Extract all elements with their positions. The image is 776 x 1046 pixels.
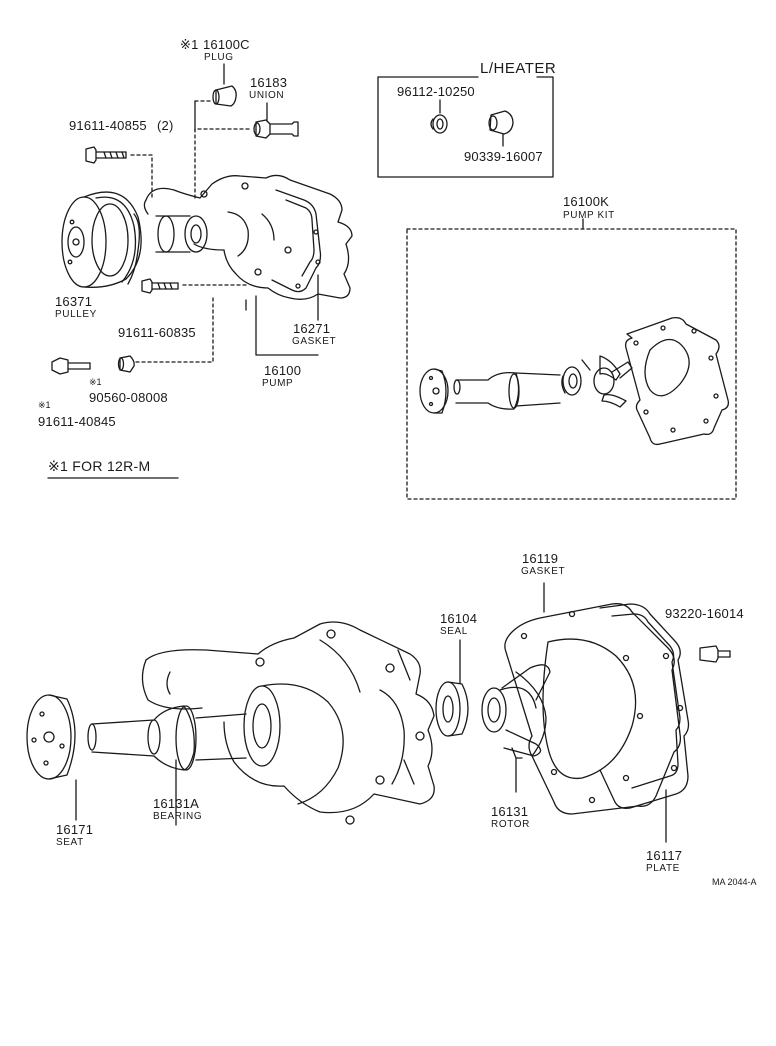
seal-number: 16104 — [440, 611, 478, 626]
nut-drawing — [117, 355, 135, 373]
upper-gasket-name: GASKET — [292, 336, 337, 347]
pump-kit-gasket-drawing — [624, 316, 730, 446]
union-name: UNION — [249, 90, 285, 101]
rotor-number: 16131 — [491, 804, 529, 819]
pump-body-drawing — [143, 174, 353, 300]
seal-name: SEAL — [440, 626, 468, 637]
pulley-number: 16371 — [55, 294, 93, 309]
seal-drawing — [435, 639, 469, 737]
rotor-name: ROTOR — [491, 819, 530, 830]
pump-leader — [255, 295, 319, 356]
seat-number: 16171 — [56, 822, 94, 837]
plate-number: 16117 — [646, 848, 683, 863]
lheater-title: L/HEATER — [480, 60, 557, 77]
union-drawing — [253, 102, 299, 139]
pump-kit-box — [406, 228, 737, 500]
bolt-b-drawing — [141, 278, 179, 294]
seat-name: SEAT — [56, 837, 84, 848]
pump-kit-rotor-drawing — [581, 355, 633, 408]
bearing-name: BEARING — [153, 811, 203, 822]
lower-gasket-drawing — [504, 582, 682, 815]
bolt-a-number: 91611-40855 — [69, 118, 147, 133]
bolt-d-drawing — [699, 645, 731, 663]
union-number: 16183 — [250, 75, 288, 90]
bolt-d-number: 93220-16014 — [665, 606, 744, 621]
lheater-clamp-drawing — [430, 99, 448, 134]
plate-drawing — [599, 603, 690, 843]
nut-mark: ※1 — [89, 377, 102, 387]
bolt-a-quantity: (2) — [157, 118, 174, 133]
bolt-a-drawing — [85, 146, 127, 164]
plug-drawing — [212, 63, 237, 107]
reference-code: MA 2044-A — [712, 877, 757, 887]
lheater-cap-drawing — [488, 110, 514, 147]
lheater-box — [377, 76, 554, 178]
upper-gasket-number: 16271 — [293, 321, 331, 336]
plug-number: 16100C — [203, 37, 250, 52]
lower-gasket-number: 16119 — [522, 551, 559, 566]
nut-number: 90560-08008 — [89, 390, 168, 405]
seat-drawing — [26, 694, 77, 821]
pulley-drawing — [61, 191, 142, 288]
bolt-b-number: 91611-60835 — [118, 325, 196, 340]
footnote: ※1 FOR 12R-M — [48, 458, 151, 474]
lheater-part-b-number: 90339-16007 — [464, 149, 543, 164]
plug-mark: ※1 — [180, 37, 199, 52]
lheater-part-a-number: 96112-10250 — [397, 84, 475, 99]
pump-kit-shaft-drawing — [453, 372, 561, 410]
lower-pump-body-drawing — [141, 621, 435, 825]
upper-gasket-drawing — [271, 189, 322, 321]
pump-name: PUMP — [262, 378, 294, 389]
bearing-number: 16131A — [153, 796, 200, 811]
pump-kit-name: PUMP KIT — [563, 210, 615, 221]
rotor-drawing — [481, 664, 551, 793]
pump-number: 16100 — [264, 363, 302, 378]
bolt-c-number: 91611-40845 — [38, 414, 116, 429]
plug-name: PLUG — [204, 52, 234, 63]
pump-kit-number: 16100K — [563, 194, 610, 209]
pump-kit-seal-drawing — [561, 366, 582, 396]
plate-name: PLATE — [646, 863, 680, 874]
pump-kit-seat-drawing — [419, 368, 449, 414]
bolt-c-mark: ※1 — [38, 400, 51, 410]
lower-gasket-name: GASKET — [521, 566, 566, 577]
bolt-c-drawing — [51, 357, 91, 375]
bearing-drawing — [87, 705, 247, 826]
pulley-name: PULLEY — [55, 309, 97, 320]
